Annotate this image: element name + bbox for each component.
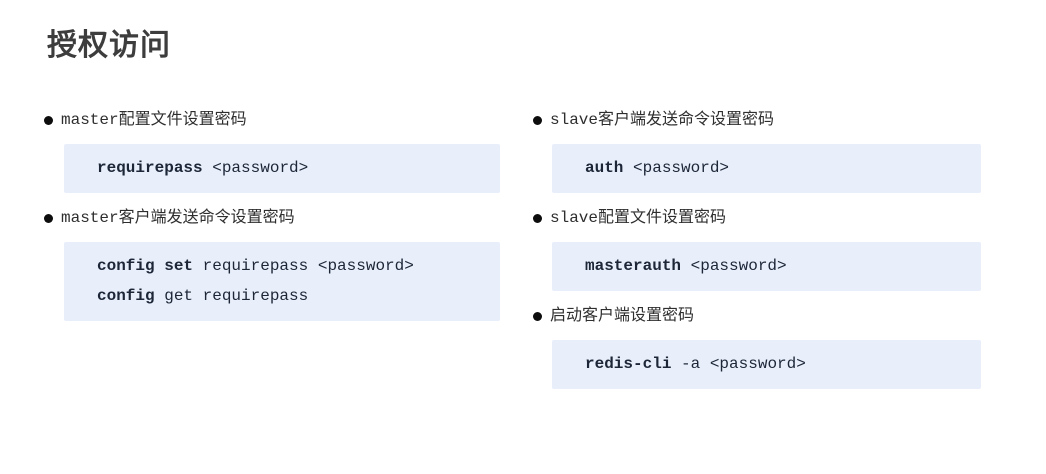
bullet-icon — [44, 214, 53, 223]
code-line: config get requirepass — [97, 281, 490, 311]
code-keyword: auth — [585, 159, 624, 177]
list-item: 启动客户端设置密码 — [533, 306, 993, 326]
code-keyword: masterauth — [585, 257, 682, 275]
code-rest: get requirepass — [154, 287, 309, 305]
list-item-keyword: slave — [550, 209, 599, 227]
code-block: config set requirepass <password> config… — [64, 242, 500, 321]
list-item: slave客户端发送命令设置密码 — [533, 110, 993, 130]
list-item-keyword: master — [61, 111, 119, 129]
list-item-keyword: master — [61, 209, 119, 227]
code-rest: -a <password> — [671, 355, 806, 373]
list-item-text: master配置文件设置密码 — [61, 110, 247, 130]
list-item-keyword: slave — [550, 111, 599, 129]
code-rest: <password> — [681, 257, 787, 275]
bullet-icon — [533, 116, 542, 125]
list-item: master客户端发送命令设置密码 — [44, 208, 500, 228]
list-item-text: slave客户端发送命令设置密码 — [550, 110, 774, 130]
list-item-label: 客户端发送命令设置密码 — [118, 209, 295, 226]
page-title: 授权访问 — [47, 29, 171, 62]
code-keyword: config — [97, 287, 155, 305]
document-page: 授权访问 master配置文件设置密码 requirepass <passwor… — [0, 28, 1046, 389]
bullet-icon — [533, 312, 542, 321]
list-item-label: 配置文件设置密码 — [118, 111, 247, 128]
code-line: masterauth <password> — [585, 251, 971, 281]
content-columns: master配置文件设置密码 requirepass <password> ma… — [0, 110, 1046, 389]
list-item-text: master客户端发送命令设置密码 — [61, 208, 295, 228]
code-keyword: requirepass — [97, 159, 203, 177]
code-line: config set requirepass <password> — [97, 251, 490, 281]
code-block: auth <password> — [552, 144, 981, 193]
code-line: redis-cli -a <password> — [585, 349, 971, 379]
code-block: masterauth <password> — [552, 242, 981, 291]
code-rest: <password> — [623, 159, 730, 177]
code-keyword: config set — [97, 257, 194, 275]
bullet-icon — [44, 116, 53, 125]
list-item: master配置文件设置密码 — [44, 110, 500, 130]
code-keyword: redis-cli — [585, 355, 672, 373]
code-block: redis-cli -a <password> — [552, 340, 981, 389]
code-line: requirepass <password> — [97, 153, 490, 183]
list-item-text: slave配置文件设置密码 — [550, 208, 726, 228]
code-rest: requirepass <password> — [193, 257, 414, 275]
list-item-label: 启动客户端设置密码 — [550, 307, 695, 324]
right-column: slave客户端发送命令设置密码 auth <password> slave配置… — [533, 110, 993, 389]
list-item-label: 配置文件设置密码 — [598, 209, 727, 226]
left-column: master配置文件设置密码 requirepass <password> ma… — [44, 110, 500, 389]
list-item-label: 客户端发送命令设置密码 — [598, 111, 775, 128]
code-block: requirepass <password> — [64, 144, 500, 193]
code-rest: <password> — [202, 159, 309, 177]
bullet-icon — [533, 214, 542, 223]
list-item: slave配置文件设置密码 — [533, 208, 993, 228]
code-line: auth <password> — [585, 153, 971, 183]
list-item-text: 启动客户端设置密码 — [550, 306, 694, 326]
